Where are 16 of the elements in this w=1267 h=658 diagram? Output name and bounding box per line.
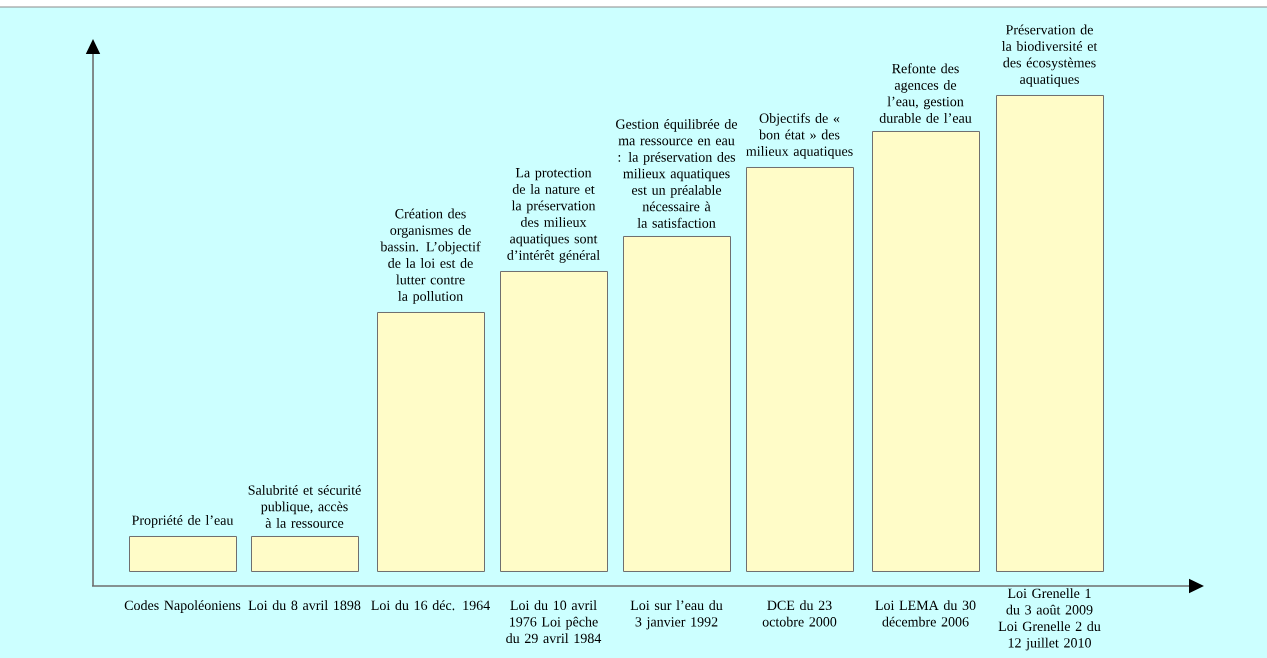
bar-label: Propriété de l’eau	[132, 515, 234, 528]
bar-label: Salubrité et sécurité publique, accès à la ressource	[248, 484, 361, 528]
date-label: Loi du 10 avril 1976 Loi pêche du 29 avril 1984	[506, 600, 602, 644]
bar-label: Préservation de la biodiversité et des écosystèmes aquatiques	[1001, 24, 1098, 87]
date-label: Loi Grenelle 1 du 3 août 2009 Loi Grenelle 2 du 12 juillet 2010	[998, 588, 1101, 651]
bar-label: Refonte des agences de l’eau, gestion durable de l’eau	[879, 63, 972, 123]
bar-label: Création des organismes de bassin. L’objectif de la loi est de lutter contre la pollution	[380, 208, 481, 304]
date-label: Codes Napoléoniens	[124, 600, 241, 613]
bar-label: Objectifs de « bon état » des milieux aquatiques	[746, 112, 853, 159]
date-label: Loi sur l’eau du 3 janvier 1992	[630, 600, 723, 630]
date-label: Loi du 8 avril 1898	[248, 600, 361, 611]
bar-label: La protection de la nature et la préservation des milieux aquatiques sont d’intérêt général	[507, 168, 600, 263]
bar-label: Gestion équilibrée de ma ressource en eau : la préservation des milieux aquatiques est un préalable nécessaire à la satisfaction	[616, 118, 738, 228]
date-label: Loi LEMA du 30 décembre 2006	[875, 600, 976, 627]
date-label: Loi du 16 déc. 1964	[371, 600, 490, 611]
date-label: DCE du 23 octobre 2000	[762, 600, 837, 627]
